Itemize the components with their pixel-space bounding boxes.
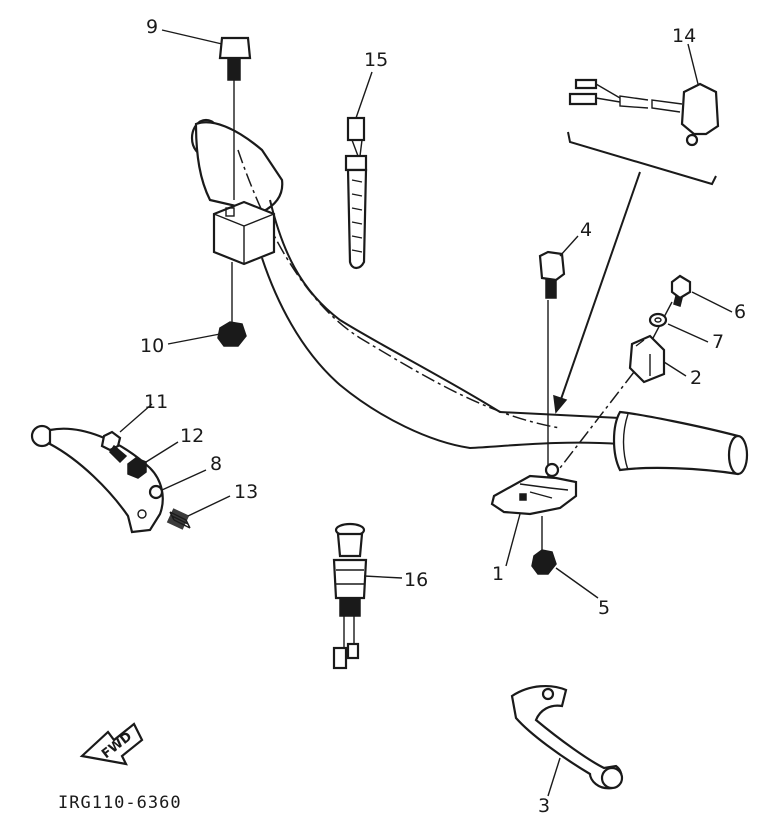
bolt-part-11 — [100, 430, 128, 464]
bolt-part-9 — [218, 36, 252, 200]
callout-15: 15 — [364, 49, 388, 71]
lever-part-3 — [510, 684, 624, 790]
callout-9: 9 — [146, 16, 158, 38]
lever-part-8 — [30, 424, 164, 534]
callout-3: 3 — [538, 795, 550, 817]
fwd-arrow: FWD — [79, 722, 144, 766]
clamp-part-2 — [559, 334, 666, 469]
handlebar-holder-upper — [212, 200, 276, 266]
callout-4: 4 — [580, 219, 592, 241]
assembly-arrow — [553, 171, 641, 414]
screw-part-6 — [651, 274, 692, 341]
callout-2: 2 — [690, 367, 702, 389]
nut-part-10 — [217, 262, 247, 347]
callout-13: 13 — [234, 481, 258, 503]
callout-14: 14 — [672, 25, 696, 47]
bolt-part-4 — [538, 250, 566, 478]
switch-part-16 — [332, 522, 368, 670]
leader-lines — [119, 29, 733, 797]
callout-1: 1 — [492, 563, 504, 585]
washer-part-7 — [648, 312, 668, 328]
callout-8: 8 — [210, 453, 222, 475]
part-code: IRG110-6360 — [58, 793, 182, 813]
callout-5: 5 — [598, 597, 610, 619]
handlebar — [190, 118, 749, 476]
cable-tie-part-15 — [344, 116, 368, 270]
lever-bracket-part-1 — [490, 462, 578, 516]
nut-part-12 — [127, 457, 147, 479]
spring-part-13 — [166, 508, 191, 530]
callout-6: 6 — [734, 301, 746, 323]
callout-7: 7 — [712, 331, 724, 353]
callout-labels: 9 10 15 14 4 6 7 2 1 5 11 12 8 13 16 3 — [140, 16, 746, 817]
switch-part-14 — [567, 78, 720, 186]
callout-12: 12 — [180, 425, 204, 447]
callout-16: 16 — [404, 569, 428, 591]
callout-11: 11 — [144, 391, 168, 413]
nut-part-5 — [531, 516, 557, 575]
callout-10: 10 — [140, 335, 164, 357]
